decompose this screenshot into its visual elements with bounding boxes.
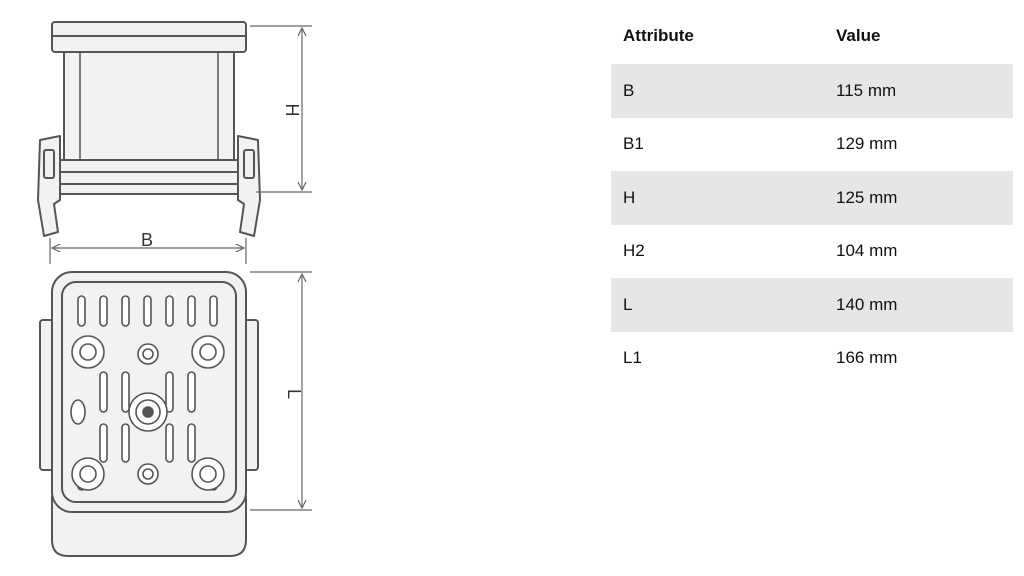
side-view: [37, 21, 261, 237]
table-row: B 115 mm: [611, 64, 1013, 118]
attribute-cell: B1: [623, 134, 644, 154]
attribute-cell: L1: [623, 348, 642, 368]
table-row: L1 166 mm: [611, 332, 1013, 386]
table-header-row: Attribute Value: [611, 8, 1013, 64]
value-cell: 115 mm: [824, 64, 1013, 118]
top-view-details: [70, 295, 225, 491]
value-cell: 166 mm: [836, 348, 898, 368]
attribute-cell: B: [611, 64, 824, 118]
table-row: B1 129 mm: [611, 118, 1013, 172]
dimension-label-h: H: [282, 104, 302, 117]
value-cell: 104 mm: [836, 241, 898, 261]
attribute-cell: H: [611, 171, 824, 225]
value-cell: 129 mm: [836, 134, 898, 154]
dimension-lines: [49, 25, 312, 511]
table-row: H2 104 mm: [611, 225, 1013, 279]
technical-drawing: H B L: [37, 21, 312, 557]
spec-table: Attribute Value B 115 mm B1 129 mm H 125…: [611, 8, 1013, 385]
value-cell: 125 mm: [824, 171, 1013, 225]
table-row: L 140 mm: [611, 278, 1013, 332]
attribute-cell: H2: [623, 241, 645, 261]
column-header-attribute: Attribute: [623, 26, 694, 45]
attribute-cell: L: [611, 278, 824, 332]
column-header-value: Value: [836, 26, 881, 45]
value-cell: 140 mm: [824, 278, 1013, 332]
dimension-label-b: B: [141, 230, 153, 250]
table-row: H 125 mm: [611, 171, 1013, 225]
dimension-label-l: L: [284, 389, 304, 399]
